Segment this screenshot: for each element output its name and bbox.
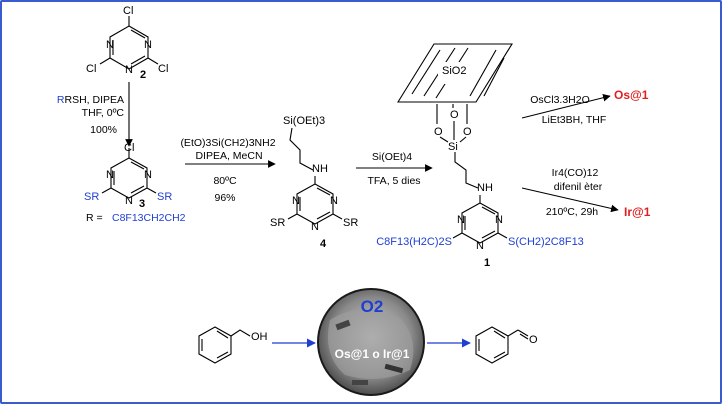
c3-sr-right: SR: [157, 191, 172, 203]
os-line2: LiEt3BH, THF: [542, 114, 607, 126]
step3-reagent: Si(OEt)4: [372, 151, 412, 163]
c1-left-sub: C8F13(H2C)2S: [376, 236, 452, 248]
c3-sr-left: SR: [84, 191, 99, 203]
step1-line2: THF, 0ºC: [82, 107, 125, 119]
c1-si: Si: [448, 141, 458, 153]
svg-text:N: N: [311, 221, 319, 233]
svg-text:N: N: [457, 214, 465, 226]
compound-3: Cl N N N SR SR 3 R = C8F13CH2CH2: [84, 142, 186, 224]
svg-text:N: N: [144, 169, 152, 181]
c2-cl-right: Cl: [158, 63, 168, 75]
step2-temp: 80ºC: [213, 175, 237, 187]
step1-line1: RSH, DIPEA: [64, 94, 124, 106]
c4-sr-left: SR: [270, 217, 285, 229]
step2-yield: 96%: [214, 192, 235, 204]
compound-2-number: 2: [140, 69, 146, 81]
svg-text:O: O: [450, 109, 459, 121]
ir-line1: Ir4(CO)12: [552, 167, 599, 179]
svg-text:N: N: [330, 195, 338, 207]
svg-text:N: N: [106, 39, 114, 51]
svg-text:N: N: [125, 195, 133, 207]
aldehyde-o: O: [529, 334, 538, 346]
step2-conditions: (EtO)3Si(CH2)3NH2 DIPEA, MeCN 80ºC 96%: [180, 137, 275, 204]
benzyl-alcohol: OH: [198, 326, 268, 364]
benzaldehyde: O: [475, 326, 538, 364]
r-definition: C8F13CH2CH2: [112, 212, 186, 224]
svg-text:N: N: [495, 214, 503, 226]
compound-3-number: 3: [139, 198, 145, 210]
c1-nh: NH: [477, 182, 493, 194]
alcohol-oh: OH: [251, 331, 268, 343]
svg-text:N: N: [292, 195, 300, 207]
step2-reagent: (EtO)3Si(CH2)3NH2: [180, 137, 275, 149]
step1-yield: 100%: [90, 124, 117, 136]
ir-conditions: Ir4(CO)12 difenil èter 210ºC, 29h Ir@1: [546, 167, 651, 219]
catalyst-micrograph: O2 Os@1 o Ir@1: [317, 288, 425, 396]
svg-text:N: N: [125, 64, 133, 76]
step3-line2: TFA, 5 dies: [367, 175, 420, 187]
svg-text:RRSH, DIPEA: RRSH, DIPEA: [57, 94, 124, 106]
c2-cl-top: Cl: [123, 5, 133, 17]
compound-1-number: 1: [484, 257, 490, 269]
c4-silane: Si(OEt)3: [283, 115, 325, 127]
c4-sr-right: SR: [343, 217, 358, 229]
svg-text:N: N: [144, 39, 152, 51]
svg-text:O: O: [434, 126, 443, 138]
ir-product: Ir@1: [624, 205, 651, 219]
c4-nh: NH: [312, 163, 328, 175]
oxidant-label: O2: [361, 297, 384, 316]
ir-line3: 210ºC, 29h: [546, 206, 598, 218]
step2-line2: DIPEA, MeCN: [195, 150, 262, 162]
os-line1: OsCl3.3H2O: [530, 94, 590, 106]
silica-support: [397, 43, 513, 103]
ir-arrow: [521, 187, 619, 213]
r-definition-prefix: R =: [86, 212, 103, 224]
os-conditions: OsCl3.3H2O LiEt3BH, THF Os@1: [530, 88, 648, 126]
c1-right-sub: S(CH2)2C8F13: [508, 236, 584, 248]
c3-cl: Cl: [124, 142, 134, 154]
compound-1: SiO2 O O O Si NH N N N S(CH2)2C8F13 C8F1…: [376, 43, 584, 269]
compound-2: Cl Cl Cl N N N 2: [86, 5, 168, 81]
c2-cl-left: Cl: [86, 63, 96, 75]
compound-4-number: 4: [320, 238, 327, 250]
catalyst-label: Os@1 o Ir@1: [335, 347, 410, 361]
svg-text:N: N: [476, 240, 484, 252]
step3-conditions: Si(OEt)4 TFA, 5 dies: [367, 151, 420, 187]
c1-sio2: SiO2: [442, 65, 466, 77]
step1-conditions: RRSH, DIPEA THF, 0ºC 100%: [57, 94, 125, 136]
svg-text:N: N: [106, 169, 114, 181]
compound-4: Si(OEt)3 NH N N N SR SR 4: [270, 115, 358, 250]
os-product: Os@1: [614, 88, 649, 102]
svg-text:O: O: [463, 126, 472, 138]
os-arrow: [521, 93, 611, 119]
ir-line2: difenil èter: [554, 181, 603, 193]
